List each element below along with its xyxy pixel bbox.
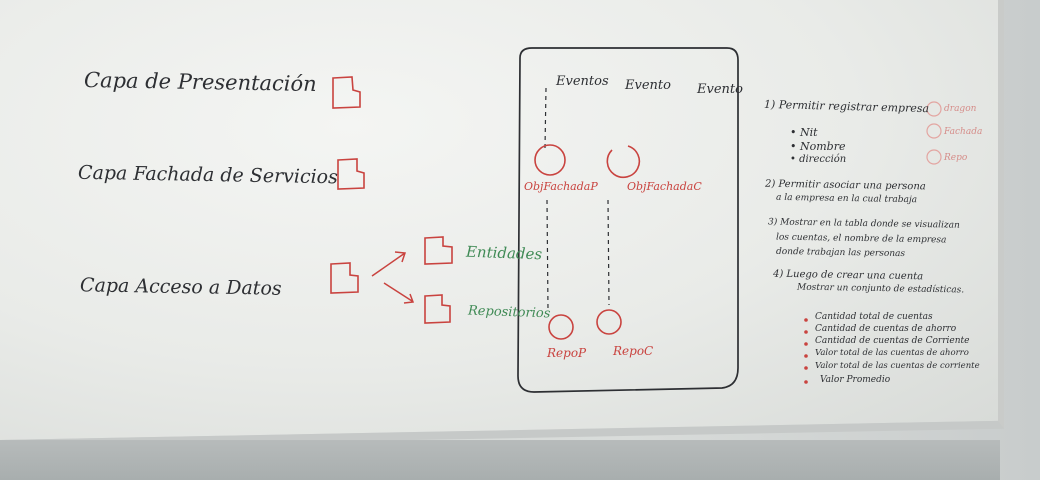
presentation-layer-box (332, 76, 361, 109)
side-mark-2 (926, 123, 942, 139)
label-obj-fachada-p: ObjFachadaP (524, 180, 598, 193)
marker-tray (0, 440, 1000, 480)
data-layer-box (330, 262, 359, 294)
side-note-repo: Repo (944, 153, 968, 163)
label-capa-acceso: Capa Acceso a Datos (79, 274, 282, 300)
dashed-line-facade-c (607, 199, 610, 306)
side-mark-3 (926, 149, 942, 165)
stat-cantidad-corriente: Cantidad de cuentas de Corriente (815, 336, 970, 346)
side-mark-1 (926, 101, 942, 117)
facade-p-circle (534, 144, 566, 176)
stat-valor-ahorro: Valor total de las cuentas de ahorro (815, 348, 969, 358)
dashed-line-eventos (544, 87, 547, 149)
stat-cantidad-ahorro: Cantidad de cuentas de ahorro (815, 324, 957, 334)
side-note-dragon: dragon (944, 104, 977, 114)
repo-p-circle (548, 314, 574, 340)
stat-bullet (804, 380, 808, 384)
req-1-item-nit: • Nit (790, 126, 818, 139)
req-1-item-direccion: • dirección (790, 154, 847, 165)
label-evento-3: Evento (697, 82, 743, 97)
stat-bullet (804, 330, 808, 334)
facade-layer-box (337, 158, 365, 190)
req-1-item-nombre: • Nombre (790, 140, 846, 153)
label-eventos-1: Eventos (556, 74, 609, 89)
label-entidades: Entidades (465, 242, 543, 264)
stat-bullet (804, 342, 808, 346)
stat-bullet (804, 318, 808, 322)
facade-c-circle (606, 145, 641, 179)
label-capa-fachada: Capa Fachada de Servicios (77, 161, 339, 189)
stat-valor-promedio: Valor Promedio (820, 375, 891, 385)
stat-bullet (804, 366, 808, 370)
architecture-container (517, 47, 739, 393)
stat-bullet (804, 354, 808, 358)
arrow-to-entities (371, 251, 407, 277)
repo-c-circle (596, 309, 622, 335)
label-obj-fachada-c: ObjFachadaC (627, 180, 702, 193)
dashed-line-facade-p (546, 199, 549, 311)
repositories-box (424, 294, 451, 324)
entities-box (424, 236, 453, 265)
stat-valor-corriente: Valor total de las cuentas de corriente (815, 361, 980, 371)
label-repo-p: RepoP (547, 346, 587, 360)
label-repo-c: RepoC (613, 344, 654, 358)
arrow-to-repositories (383, 282, 415, 304)
side-note-fachada: Fachada (944, 127, 983, 137)
label-capa-presentacion: Capa de Presentación (83, 67, 317, 97)
label-repositorios: Repositorios (467, 303, 551, 322)
stat-cantidad-total: Cantidad total de cuentas (815, 312, 933, 322)
label-evento-2: Evento (625, 78, 671, 93)
